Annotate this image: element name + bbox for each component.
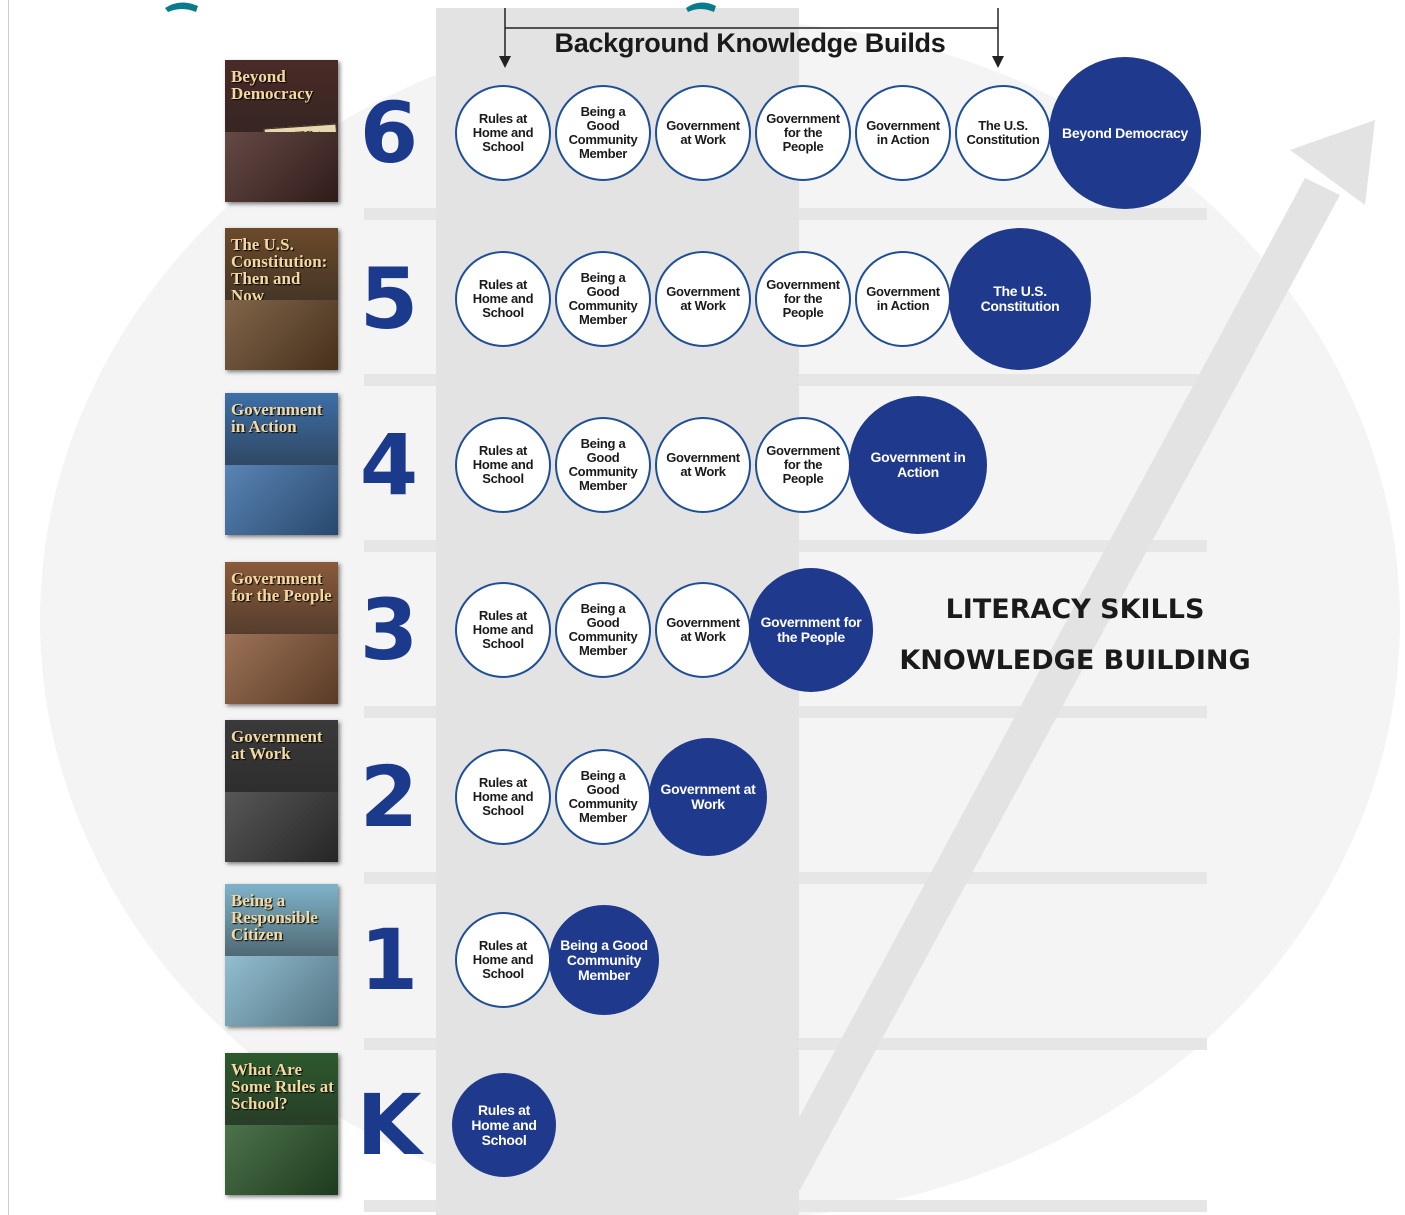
grade-label: K	[356, 1076, 422, 1174]
prior-topic-circle: The U.S. Constitution	[955, 85, 1051, 181]
prior-topic-circle: Rules at Home and School	[455, 749, 551, 845]
arrow-head-left	[499, 56, 511, 68]
header-fragment	[165, 2, 716, 12]
book-cover: The U.S. Constitution: Then and Now	[225, 228, 338, 370]
literacy-skills-label: LITERACY SKILLS KNOWLEDGE BUILDING	[880, 584, 1270, 686]
book-cover: Being a Responsible Citizen	[225, 884, 338, 1026]
prior-topic-circle: Rules at Home and School	[455, 85, 551, 181]
book-cover-title: Government for the People	[231, 569, 332, 605]
book-cover-photo	[225, 300, 338, 370]
prior-topic-circle: Rules at Home and School	[455, 912, 551, 1008]
book-cover-photo	[225, 634, 338, 704]
book-cover-title: Government in Action	[231, 400, 323, 436]
prior-topic-circle: Government at Work	[655, 582, 751, 678]
prior-topic-circle: Government in Action	[855, 85, 951, 181]
prior-topic-circle: Being a Good Community Member	[555, 417, 651, 513]
prior-topic-circle: Being a Good Community Member	[555, 85, 651, 181]
focus-topic-circle: The U.S. Constitution	[949, 228, 1091, 370]
book-cover-title: Government at Work	[231, 727, 323, 763]
prior-topic-circle: Government for the People	[755, 417, 851, 513]
book-cover: What Are Some Rules at School?	[225, 1053, 338, 1195]
literacy-skills-line1: LITERACY SKILLS	[945, 594, 1205, 625]
book-cover: Beyond DemocracyPOWER to the PEOPLE	[225, 60, 338, 202]
book-cover-photo	[225, 1125, 338, 1195]
focus-topic-circle: Government at Work	[649, 738, 767, 856]
prior-topic-circle: Rules at Home and School	[455, 251, 551, 347]
grade-label: 2	[359, 748, 419, 846]
grade-label: 4	[359, 416, 419, 514]
prior-topic-circle: Being a Good Community Member	[555, 582, 651, 678]
book-cover: Government for the People	[225, 562, 338, 704]
book-cover-title: What Are Some Rules at School?	[231, 1060, 334, 1113]
book-cover-photo	[225, 956, 338, 1026]
focus-topic-circle: Being a Good Community Member	[549, 905, 659, 1015]
grade-label: 3	[359, 581, 419, 679]
growth-arrow	[760, 120, 1375, 1190]
book-cover-title: Being a Responsible Citizen	[231, 891, 318, 944]
prior-topic-circle: Rules at Home and School	[455, 417, 551, 513]
prior-topic-circle: Being a Good Community Member	[555, 251, 651, 347]
grade-label: 1	[359, 911, 419, 1009]
literacy-skills-line2: KNOWLEDGE BUILDING	[899, 645, 1251, 676]
prior-topic-circle: Government at Work	[655, 251, 751, 347]
arrow-head-right	[992, 56, 1004, 68]
focus-topic-circle: Government for the People	[749, 568, 873, 692]
book-cover: Government at Work	[225, 720, 338, 862]
prior-topic-circle: Government for the People	[755, 85, 851, 181]
prior-topic-circle: Government in Action	[855, 251, 951, 347]
book-cover-title: Beyond Democracy	[231, 67, 314, 103]
focus-topic-circle: Rules at Home and School	[452, 1073, 556, 1177]
grade-label: 5	[359, 250, 419, 348]
prior-topic-circle: Rules at Home and School	[455, 582, 551, 678]
bracket-arrows	[504, 8, 999, 58]
book-cover-photo	[225, 465, 338, 535]
prior-topic-circle: Government at Work	[655, 417, 751, 513]
prior-topic-circle: Being a Good Community Member	[555, 749, 651, 845]
prior-topic-circle: Government for the People	[755, 251, 851, 347]
focus-topic-circle: Beyond Democracy	[1049, 57, 1201, 209]
book-cover: Government in Action	[225, 393, 338, 535]
prior-topic-circle: Government at Work	[655, 85, 751, 181]
grade-label: 6	[359, 84, 419, 182]
focus-topic-circle: Government in Action	[849, 396, 987, 534]
book-cover-title: The U.S. Constitution: Then and Now	[231, 235, 328, 305]
book-cover-photo	[225, 132, 338, 202]
diagram-heading: Background Knowledge Builds	[554, 28, 946, 58]
left-border	[8, 0, 9, 1215]
book-cover-photo	[225, 792, 338, 862]
